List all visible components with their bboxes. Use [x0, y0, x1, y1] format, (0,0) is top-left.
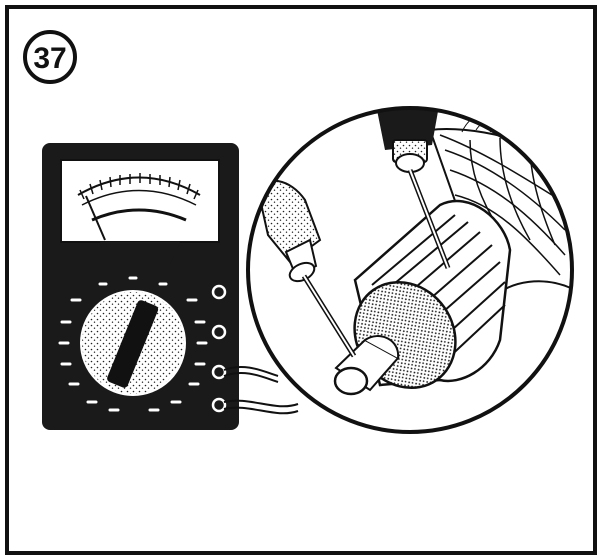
jack-3 [211, 364, 227, 380]
coaxial-connector-icon [333, 199, 512, 396]
meter-jacks [211, 284, 227, 413]
magnifier-circle-icon [246, 106, 574, 434]
jack-1 [211, 284, 227, 300]
jack-4 [211, 397, 227, 413]
test-probe-icon [375, 108, 451, 269]
selector-dial [80, 290, 186, 396]
step-badge: 37 [23, 30, 77, 84]
meter-needle [85, 195, 106, 241]
jack-2 [211, 324, 227, 340]
step-number: 37 [33, 42, 66, 75]
test-leads [223, 366, 299, 415]
dial-pointer [107, 300, 159, 388]
test-probe-icon [256, 179, 357, 358]
meter-display [60, 159, 220, 243]
meter-scale [77, 173, 201, 222]
center-conductor [333, 335, 400, 396]
dial-range-marks [58, 276, 208, 412]
multimeter-icon [42, 143, 239, 430]
